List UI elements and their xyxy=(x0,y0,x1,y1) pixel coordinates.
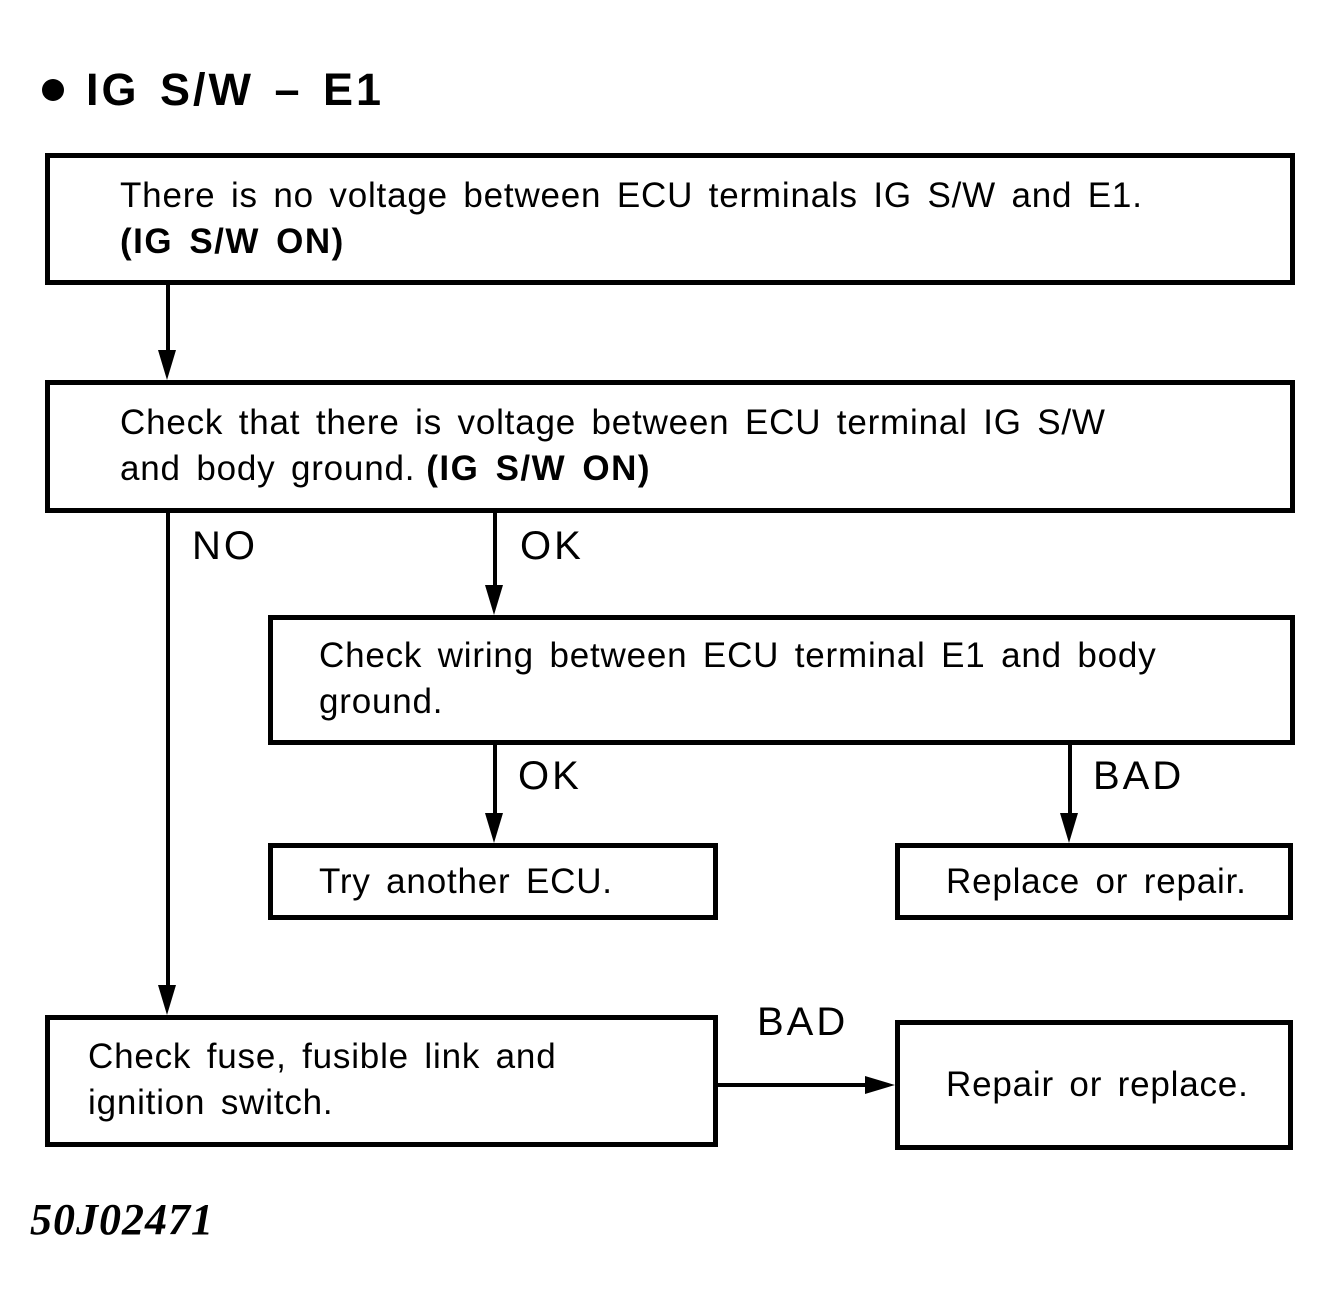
label-no: NO xyxy=(192,524,258,568)
check-fuse-line1: Check fuse, fusible link and xyxy=(88,1037,557,1076)
arrowhead-down-icon xyxy=(485,813,503,843)
try-ecu-text: Try another ECU. xyxy=(319,861,613,901)
symptom-box: There is no voltage between ECU terminal… xyxy=(45,153,1295,285)
check-fuse-line2: ignition switch. xyxy=(88,1083,334,1122)
arrowhead-right-icon xyxy=(865,1076,895,1094)
arrowhead-down-icon xyxy=(485,585,503,615)
connector-symptom-to-check xyxy=(166,285,170,355)
symptom-condition: (IG S/W ON) xyxy=(120,222,345,261)
label-ok-to-ecu: OK xyxy=(518,754,582,798)
replace-or-repair-box: Replace or repair. xyxy=(895,843,1293,920)
label-bad-to-replace: BAD xyxy=(1093,754,1185,798)
check-voltage-line2: and body ground. xyxy=(120,449,416,488)
label-ok-to-wiring: OK xyxy=(520,524,584,568)
connector-no-branch xyxy=(166,513,170,988)
check-fuse-box: Check fuse, fusible link and ignition sw… xyxy=(45,1015,718,1147)
check-voltage-line1: Check that there is voltage between ECU … xyxy=(120,403,1106,442)
connector-bad-to-repair xyxy=(718,1083,868,1087)
figure-code: 50J02471 xyxy=(30,1195,214,1244)
label-bad-to-repair: BAD xyxy=(757,1000,849,1044)
connector-ok-to-wiring xyxy=(493,513,497,587)
check-voltage-box: Check that there is voltage between ECU … xyxy=(45,380,1295,513)
check-voltage-condition: (IG S/W ON) xyxy=(426,449,652,488)
connector-ok-to-ecu xyxy=(493,745,497,815)
arrowhead-down-icon xyxy=(158,985,176,1015)
symptom-line1: There is no voltage between ECU terminal… xyxy=(120,176,1143,215)
check-wiring-box: Check wiring between ECU terminal E1 and… xyxy=(268,615,1295,745)
replace-or-repair-text: Replace or repair. xyxy=(946,861,1247,901)
check-wiring-line1: Check wiring between ECU terminal E1 and… xyxy=(319,636,1157,675)
repair-or-replace-text: Repair or replace. xyxy=(946,1065,1249,1104)
bullet-icon xyxy=(42,79,64,101)
check-wiring-line2: ground. xyxy=(319,682,444,721)
connector-bad-to-replace xyxy=(1068,745,1072,815)
diagram-title: IG S/W – E1 xyxy=(42,64,384,116)
arrowhead-down-icon xyxy=(158,350,176,380)
repair-or-replace-box: Repair or replace. xyxy=(895,1020,1293,1150)
arrowhead-down-icon xyxy=(1060,813,1078,843)
try-ecu-box: Try another ECU. xyxy=(268,843,718,920)
diagram-title-text: IG S/W – E1 xyxy=(86,64,385,115)
